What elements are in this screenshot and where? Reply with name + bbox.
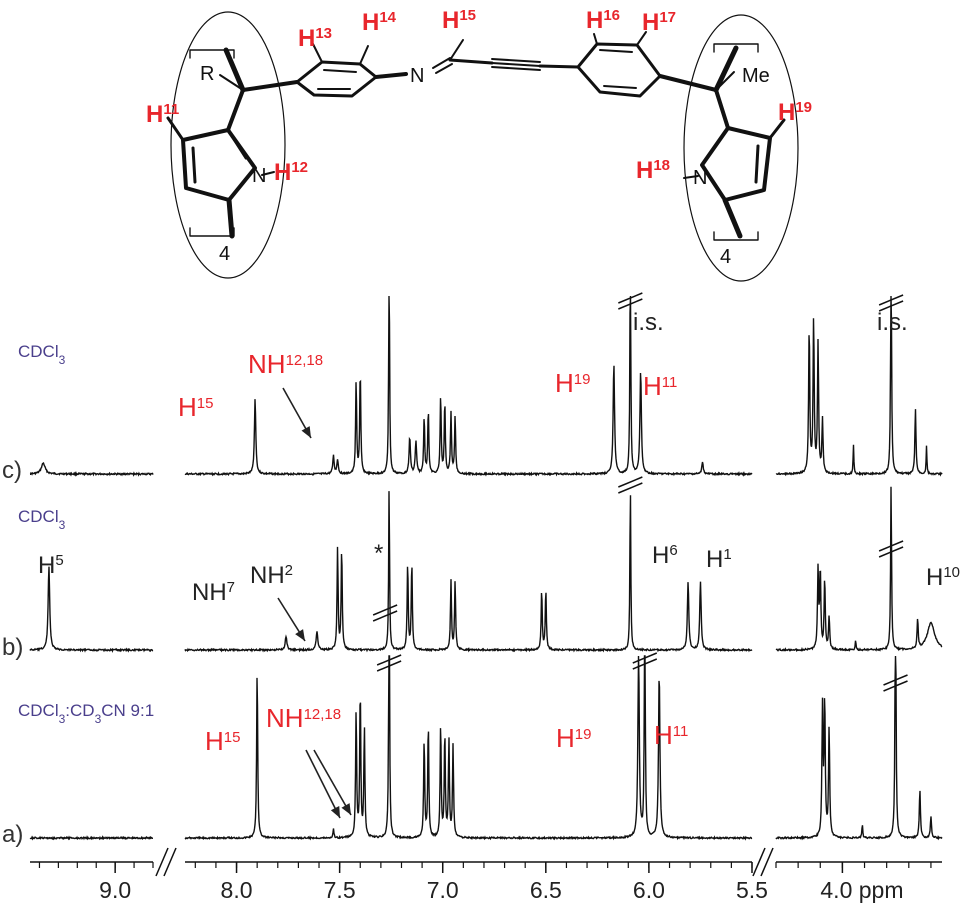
- label-h15: H15: [442, 7, 476, 35]
- annot-c-h19: H19: [555, 368, 590, 398]
- arrow-c-nh: [282, 387, 312, 439]
- left-repeat-ellipse: [170, 11, 286, 279]
- arrow-b-nh2: [277, 597, 306, 642]
- break-a-7.26: [376, 654, 402, 672]
- annot-a-h19: H19: [556, 723, 591, 753]
- label-n-right: N: [693, 167, 707, 189]
- axis-break-1: [155, 847, 177, 877]
- annot-b-h1: H1: [706, 546, 732, 574]
- right-top-bracket: [713, 43, 759, 53]
- label-n-imine: N: [410, 65, 424, 87]
- annot-c-h11: H11: [643, 371, 677, 401]
- spectrum-c-segment-3: [775, 295, 943, 477]
- arrow-a-nh-1: [305, 749, 341, 819]
- annot-b-nh7: NH7: [192, 579, 235, 607]
- arrow-a-nh-2: [313, 749, 352, 816]
- molecule-structure: [166, 11, 799, 282]
- tick-label: 7.5: [324, 877, 356, 903]
- tick-label: 6.5: [530, 877, 562, 903]
- spectrum-b-solvent: CDCl3: [18, 507, 66, 532]
- annot-a-h15: H15: [205, 726, 240, 756]
- tick-label: 7.0: [427, 877, 459, 903]
- spectrum-a-solvent: CDCl3:CD3CN 9:1: [18, 701, 154, 726]
- left-bottom-bracket: [189, 227, 235, 237]
- break-c-6.09: [618, 292, 643, 310]
- spectrum-b-segment-2: [184, 491, 753, 653]
- break-b-3.78: [878, 540, 904, 558]
- annot-a-nh: NH12,18: [266, 703, 341, 733]
- spectrum-b: b) CDCl3: [2, 486, 943, 661]
- label-me: Me: [742, 65, 770, 87]
- tick-label: 9.0: [99, 877, 131, 903]
- label-h18: H18: [636, 157, 670, 185]
- right-repeat-ellipse: [683, 14, 799, 282]
- annot-b-star: *: [374, 540, 383, 567]
- spectrum-a-segment-1: [29, 835, 153, 841]
- break-b-6.09: [618, 476, 643, 494]
- x-axis: 9.0 8.0 7.5 7.0 6.5 6.0 5.5 4.0 ppm: [30, 847, 942, 903]
- label-h19: H19: [778, 99, 812, 127]
- annot-a-h11: H11: [654, 720, 688, 750]
- axis-break-2: [752, 847, 774, 877]
- label-h13: H13: [298, 25, 332, 53]
- tick-label: 8.0: [221, 877, 253, 903]
- left-top-bracket: [189, 49, 235, 59]
- annot-c-is2: i.s.: [877, 309, 908, 336]
- label-h16: H16: [586, 7, 620, 35]
- label-repeat-right: 4: [720, 246, 731, 268]
- annot-b-nh2: NH2: [250, 562, 293, 590]
- label-h14: H14: [362, 9, 397, 37]
- label-repeat-left: 4: [219, 243, 230, 265]
- spectrum-b-segment-1: [29, 566, 154, 654]
- label-h12: H12: [274, 159, 308, 187]
- label-h17: H17: [642, 9, 676, 37]
- annot-c-nh: NH12,18: [248, 349, 323, 379]
- tick-label: 4.0 ppm: [820, 877, 903, 903]
- spectrum-a-segment-3: [775, 655, 943, 841]
- spectra-traces: c) CDCl3 b) CDCl3 a) CDCl3:CD3CN 9:1: [2, 295, 943, 848]
- annot-c-is1: i.s.: [633, 309, 664, 336]
- annot-b-h6: H6: [652, 542, 678, 570]
- label-n-left: N: [252, 165, 266, 187]
- tick-label: 6.0: [633, 877, 665, 903]
- spectrum-c-label: c): [2, 457, 22, 484]
- label-r: R: [200, 63, 214, 85]
- spectrum-c-solvent: CDCl3: [18, 342, 66, 367]
- break-a-3.76: [883, 674, 908, 692]
- spectrum-b-label: b): [2, 634, 23, 661]
- spectrum-c-segment-2: [184, 295, 753, 477]
- annot-b-h5: H5: [38, 552, 64, 580]
- spectrum-c: c) CDCl3: [2, 295, 943, 484]
- spectrum-b-segment-3: [775, 486, 943, 653]
- break-c-3.78: [878, 294, 904, 312]
- spectrum-c-segment-1: [29, 462, 154, 477]
- spectrum-a-label: a): [2, 821, 23, 848]
- spectrum-a: a) CDCl3:CD3CN 9:1: [2, 655, 943, 848]
- break-b-7.26: [372, 604, 398, 622]
- annot-c-h15: H15: [178, 392, 213, 422]
- spectrum-a-segment-2: [184, 655, 753, 841]
- label-h11: H11: [146, 101, 179, 129]
- annot-b-h10: H10: [926, 564, 960, 592]
- break-marks: [372, 292, 908, 692]
- tick-label: 5.5: [736, 877, 768, 903]
- break-a-6.02: [632, 652, 658, 670]
- right-bottom-bracket: [713, 231, 759, 241]
